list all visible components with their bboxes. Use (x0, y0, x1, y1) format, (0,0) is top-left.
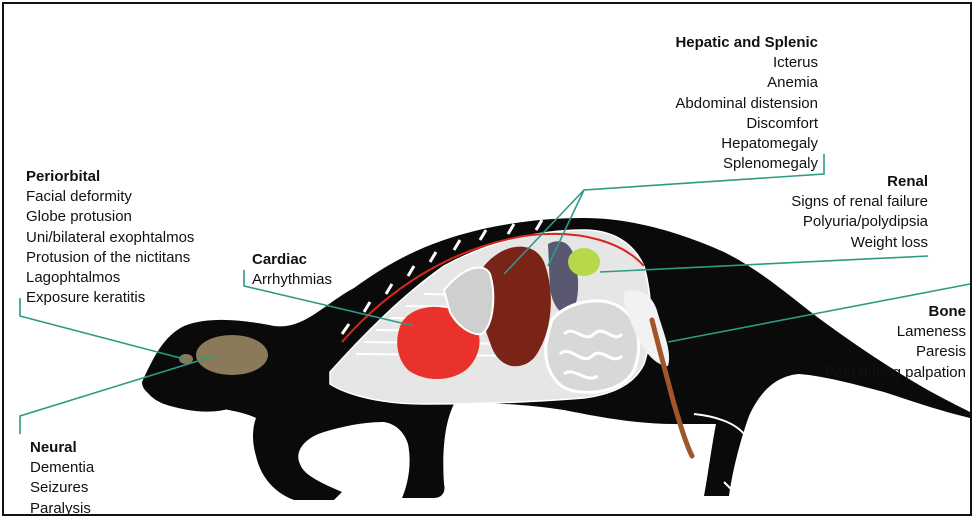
neural-title: Neural (30, 438, 94, 458)
periorbital-symptom: Globe protusion (26, 207, 194, 227)
bone-group: Bone Lameness Paresis Pain during palpat… (825, 302, 966, 383)
renal-symptom: Polyuria/polydipsia (791, 212, 928, 232)
neural-symptom: Dementia (30, 458, 94, 478)
hepatic-splenic-group: Hepatic and Splenic Icterus Anemia Abdom… (675, 33, 818, 174)
renal-symptom: Signs of renal failure (791, 192, 928, 212)
periorbital-title: Periorbital (26, 167, 194, 187)
cardiac-title: Cardiac (252, 250, 332, 270)
bone-title: Bone (825, 302, 966, 322)
renal-group: Renal Signs of renal failure Polyuria/po… (791, 172, 928, 253)
periorbital-symptom: Uni/bilateral exophtalmos (26, 228, 194, 248)
renal-symptom: Weight loss (791, 233, 928, 253)
bone-symptom: Pain during palpation (825, 363, 966, 383)
bone-symptom: Paresis (825, 342, 966, 362)
cardiac-group: Cardiac Arrhythmias (252, 250, 332, 290)
bone-symptom: Lameness (825, 322, 966, 342)
hepatic-symptom: Abdominal distension (675, 94, 818, 114)
brain (196, 335, 268, 375)
neural-symptom: Paralysis (30, 499, 94, 519)
periorbital-symptom: Protusion of the nictitans (26, 248, 194, 268)
periorbital-symptom: Facial deformity (26, 187, 194, 207)
kidney (568, 248, 600, 276)
hepatic-symptom: Anemia (675, 73, 818, 93)
renal-title: Renal (791, 172, 928, 192)
hepatic-symptom: Hepatomegaly (675, 134, 818, 154)
neural-symptom: Seizures (30, 478, 94, 498)
hepatic-splenic-title: Hepatic and Splenic (675, 33, 818, 53)
periorbital-symptom: Exposure keratitis (26, 288, 194, 308)
periorbital-symptom: Lagophtalmos (26, 268, 194, 288)
cardiac-symptom: Arrhythmias (252, 270, 332, 290)
neural-group: Neural Dementia Seizures Paralysis (30, 438, 94, 519)
hepatic-symptom: Icterus (675, 53, 818, 73)
hepatic-symptom: Discomfort (675, 114, 818, 134)
periorbital-group: Periorbital Facial deformity Globe protu… (26, 167, 194, 308)
